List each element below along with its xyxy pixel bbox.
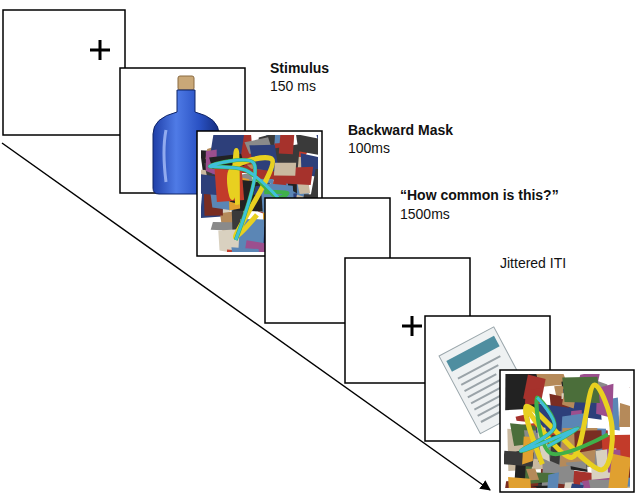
trial-frame xyxy=(3,10,125,135)
trial-frame xyxy=(500,370,639,496)
phase-duration: 1500ms xyxy=(400,206,450,223)
phase-duration: 100ms xyxy=(348,140,390,157)
phase-name: Stimulus xyxy=(270,60,329,77)
mask-picture xyxy=(504,374,630,488)
phase-name: “How common is this?” xyxy=(400,187,559,204)
phase-name: Backward Mask xyxy=(348,122,453,139)
phase-duration: Jittered ITI xyxy=(500,255,566,272)
fixation-cross xyxy=(402,316,422,336)
phase-duration: 150 ms xyxy=(270,78,316,95)
fixation-cross xyxy=(90,40,110,60)
